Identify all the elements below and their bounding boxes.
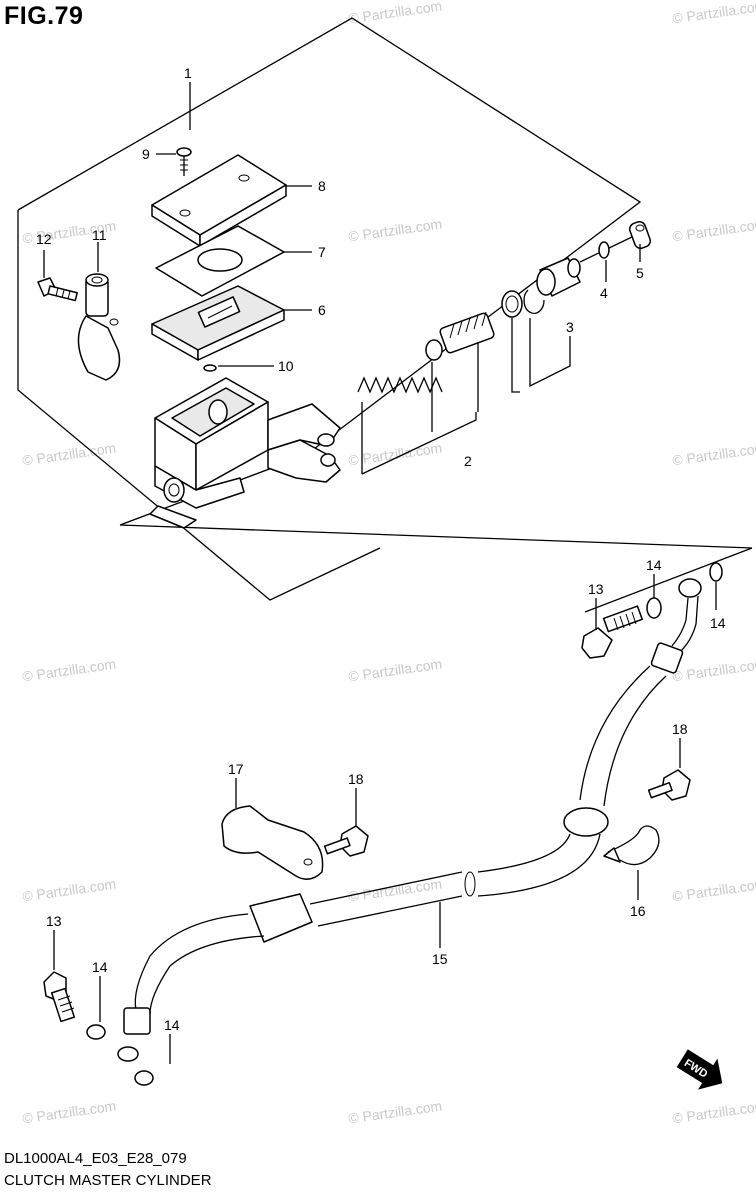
diaphragm <box>151 285 285 361</box>
figure-title: FIG.79 <box>4 2 84 30</box>
clutch-hose <box>117 578 702 1062</box>
callout-11: 11 <box>92 227 107 243</box>
callout-12: 12 <box>36 231 52 247</box>
push-rod <box>579 235 635 263</box>
piston-set <box>357 289 545 394</box>
callout-1: 1 <box>184 65 192 81</box>
callout-3: 3 <box>566 319 574 335</box>
callout-16: 16 <box>630 903 646 919</box>
o-ring <box>203 364 217 372</box>
callout-14: 14 <box>646 557 662 573</box>
master-cylinder-body <box>149 377 341 529</box>
callout-13-bottom: 13 <box>46 913 62 929</box>
callout-13-top: 13 <box>588 581 604 597</box>
hose-clamp <box>221 805 324 880</box>
reservoir-cap <box>151 154 287 247</box>
callout-18: 18 <box>348 771 364 787</box>
lever-clamp <box>77 273 121 381</box>
clamp-bolt <box>37 277 78 302</box>
callout-10: 10 <box>278 358 294 374</box>
callout-15: 15 <box>432 951 448 967</box>
banjo-bolt-top <box>581 605 643 659</box>
leader-lines <box>43 82 717 1064</box>
diaphragm-plate <box>155 225 285 297</box>
callout-18: 18 <box>672 721 688 737</box>
callout-14: 14 <box>710 615 726 631</box>
cap-screw <box>176 147 192 176</box>
callout-6: 6 <box>318 302 326 318</box>
fwd-arrow-icon: FWD <box>676 1049 723 1090</box>
callout-17: 17 <box>228 761 244 777</box>
model-code: DL1000AL4_E03_E28_079 <box>4 1150 187 1167</box>
callout-9: 9 <box>142 146 150 162</box>
part-name: CLUTCH MASTER CYLINDER <box>4 1172 212 1189</box>
banjo-bolt-bottom <box>43 971 76 1023</box>
washer <box>86 1024 106 1040</box>
rod-end <box>628 220 652 250</box>
callout-7: 7 <box>318 244 326 260</box>
washer <box>646 597 662 619</box>
hose-clip <box>603 825 660 866</box>
dust-boot <box>536 257 581 297</box>
bolt-18-left <box>323 825 369 857</box>
callout-8: 8 <box>318 178 326 194</box>
callout-14: 14 <box>164 1017 180 1033</box>
callout-14: 14 <box>92 959 108 975</box>
callout-5: 5 <box>636 265 644 281</box>
callout-4: 4 <box>600 285 608 301</box>
washer <box>709 562 723 582</box>
callout-2: 2 <box>464 453 472 469</box>
washer <box>134 1070 154 1086</box>
bolt-18-right <box>647 769 691 801</box>
assembly-frame <box>17 17 753 613</box>
